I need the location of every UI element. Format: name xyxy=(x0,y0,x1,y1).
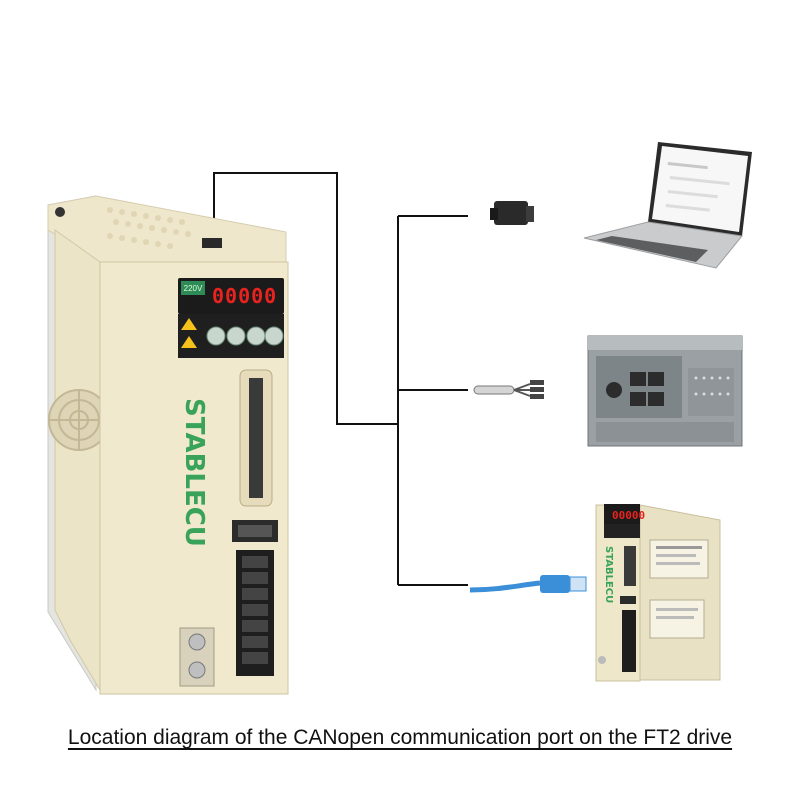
display-readout: 00000 xyxy=(212,284,277,308)
laptop-icon xyxy=(583,142,752,269)
small-display-readout: 00000 xyxy=(612,509,645,522)
connection-lines xyxy=(213,172,468,586)
voltage-label: 220V xyxy=(184,284,203,293)
plc-icon xyxy=(587,335,743,447)
left-button[interactable] xyxy=(206,326,226,346)
fan-grille-icon xyxy=(48,389,110,451)
warning-icon xyxy=(181,336,197,348)
main-servo-drive: 220V 00000 STABLECU xyxy=(47,195,289,695)
small-brand-label: STABLECU xyxy=(603,546,614,603)
ethernet-cable-icon xyxy=(469,575,587,593)
set-button[interactable] xyxy=(264,326,284,346)
figure-caption: Location diagram of the CANopen communic… xyxy=(67,726,733,749)
up-button[interactable] xyxy=(246,326,266,346)
terminal-cable-icon xyxy=(473,380,544,399)
usb-connector-icon xyxy=(490,201,534,225)
control-buttons xyxy=(206,326,284,346)
small-servo-drive: 00000 STABLECU xyxy=(595,504,721,682)
down-button[interactable] xyxy=(226,326,246,346)
heat-sink-vents xyxy=(107,207,191,249)
brand-label: STABLECU xyxy=(179,398,209,547)
warning-icon xyxy=(181,318,197,330)
